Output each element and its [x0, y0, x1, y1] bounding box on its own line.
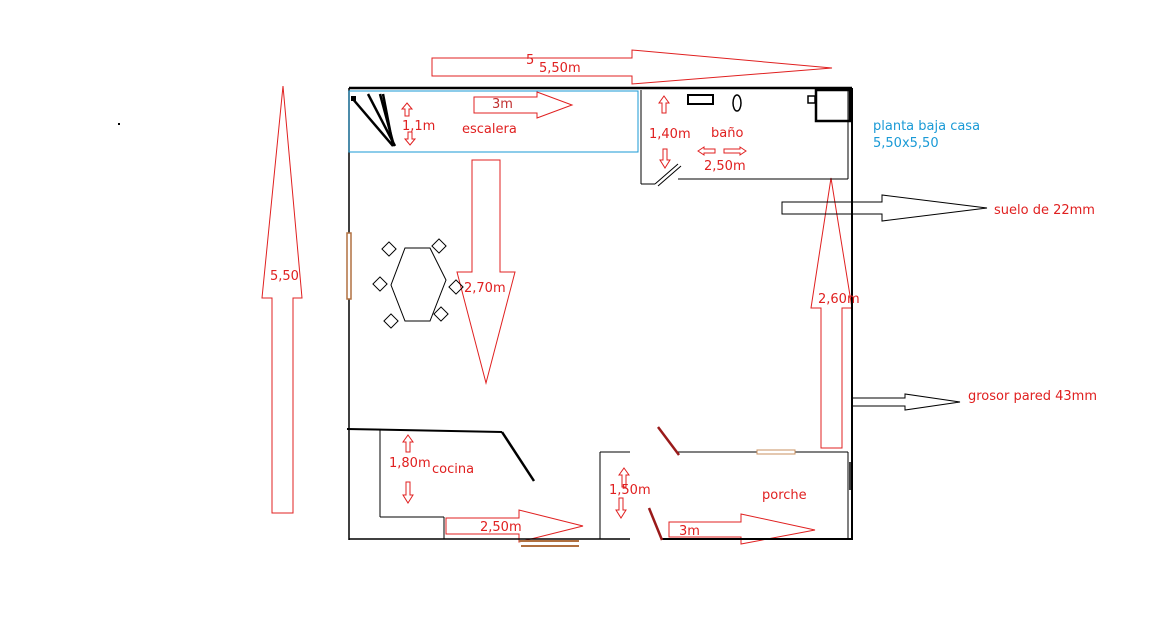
overall-height-label: 5,50 — [270, 269, 299, 284]
left-height-arrow — [261, 85, 303, 514]
doors — [647, 426, 680, 541]
bath-width-arrows — [697, 146, 747, 156]
stair-band — [348, 90, 639, 153]
kitchen-width-label: 2,50m — [480, 520, 522, 535]
stair-depth-arrows — [400, 102, 417, 146]
living-depth-arrow — [456, 159, 516, 385]
stair-width-arrow — [473, 91, 574, 119]
bath-depth-label: 1,40m — [649, 127, 691, 142]
toilet-icon — [732, 94, 742, 112]
stair-room-label: escalera — [462, 122, 517, 137]
right-depth-arrow — [810, 177, 853, 449]
bath-room-label: baño — [711, 126, 743, 141]
plan-title: planta baja casa — [873, 119, 980, 134]
living-depth-label: 2,70m — [464, 281, 506, 296]
overall-width-label: 5,50m — [539, 61, 581, 76]
right-depth-label: 2,60m — [818, 292, 860, 307]
floor-note-label: suelo de 22mm — [994, 203, 1095, 218]
stair-depth-label: 1,1m — [402, 119, 435, 134]
bath-door — [654, 163, 682, 187]
stair-post — [351, 96, 356, 101]
kitchen-depth-arrows — [402, 434, 414, 504]
chair-icon — [448, 279, 464, 295]
overall-width-small-label: 5 — [526, 53, 534, 68]
porch-room-label: porche — [762, 488, 807, 503]
walls — [346, 86, 853, 540]
chair-icon — [372, 276, 388, 292]
porch-depth-label: 1,50m — [609, 483, 651, 498]
chair-icon — [381, 241, 397, 257]
chair-icon — [383, 313, 399, 329]
wall-note-label: grosor pared 43mm — [968, 389, 1097, 404]
chair-icon — [431, 238, 447, 254]
porch-depth-arrows — [615, 467, 630, 519]
shower-drain-icon — [807, 95, 816, 104]
bottom-window — [519, 540, 579, 547]
plan-size: 5,50x5,50 — [873, 136, 939, 151]
chairs — [372, 238, 464, 329]
porch-width-arrow — [668, 513, 816, 545]
stray-dot — [118, 123, 120, 125]
shower-icon — [814, 88, 852, 123]
sink-icon — [687, 94, 714, 105]
wall-note-arrow — [851, 393, 961, 411]
bath-depth-arrows — [658, 95, 671, 169]
porch-width-label: 3m — [679, 524, 700, 539]
stair-width-label: 3m — [492, 97, 513, 112]
left-window — [346, 232, 352, 300]
bath-width-label: 2,50m — [704, 159, 746, 174]
kitchen-depth-label: 1,80m — [389, 456, 431, 471]
porch-window — [756, 449, 796, 455]
top-width-arrow — [431, 49, 833, 85]
floor-note-arrow — [781, 194, 988, 222]
kitchen-width-arrow — [445, 509, 584, 543]
dining-table-icon — [390, 247, 447, 322]
stair-treads — [351, 93, 397, 147]
kitchen-room-label: cocina — [432, 462, 474, 477]
chair-icon — [433, 306, 449, 322]
